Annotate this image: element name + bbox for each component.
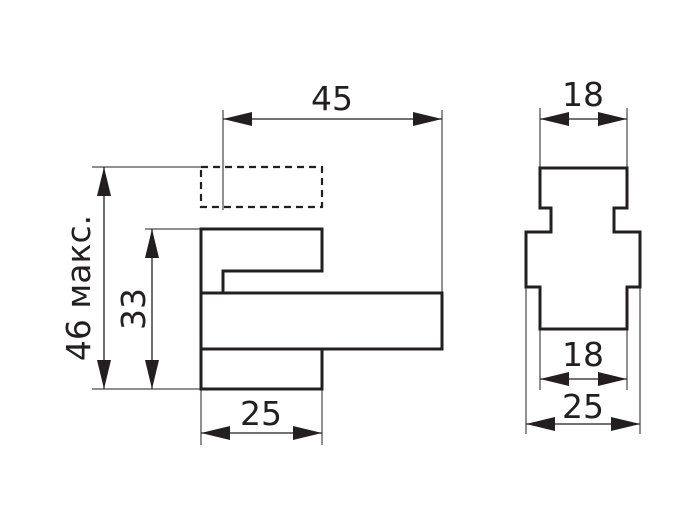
dim18t-arrow-right [598,112,627,126]
dim-46-max-label: 46 макс. [59,215,98,361]
dim18b-arrow-right [598,372,627,386]
dim25f-arrow-left [201,426,230,440]
dim-45-label: 45 [311,79,353,118]
dim46-arrow-bottom [97,360,111,389]
dim25s-arrow-right [611,417,640,431]
dim33-arrow-bottom [145,360,159,389]
front-view-outline [199,227,444,391]
dim18t-arrow-left [540,112,569,126]
dim45-arrow-left [223,112,252,126]
extended-position-outline [199,165,324,209]
side-view-outline [524,166,642,331]
dim-18-bottom-label: 18 [562,335,604,374]
dim-25-side-label: 25 [562,387,604,426]
dim25s-arrow-left [526,417,555,431]
dim25f-arrow-right [293,426,322,440]
dim-33-label: 33 [114,288,153,330]
dim-25-front-label: 25 [240,394,282,433]
dim18b-arrow-left [540,372,569,386]
dim46-arrow-top [97,167,111,196]
dim-18-top-label: 18 [562,75,604,114]
dim45-arrow-right [413,112,442,126]
dim33-arrow-top [145,229,159,258]
